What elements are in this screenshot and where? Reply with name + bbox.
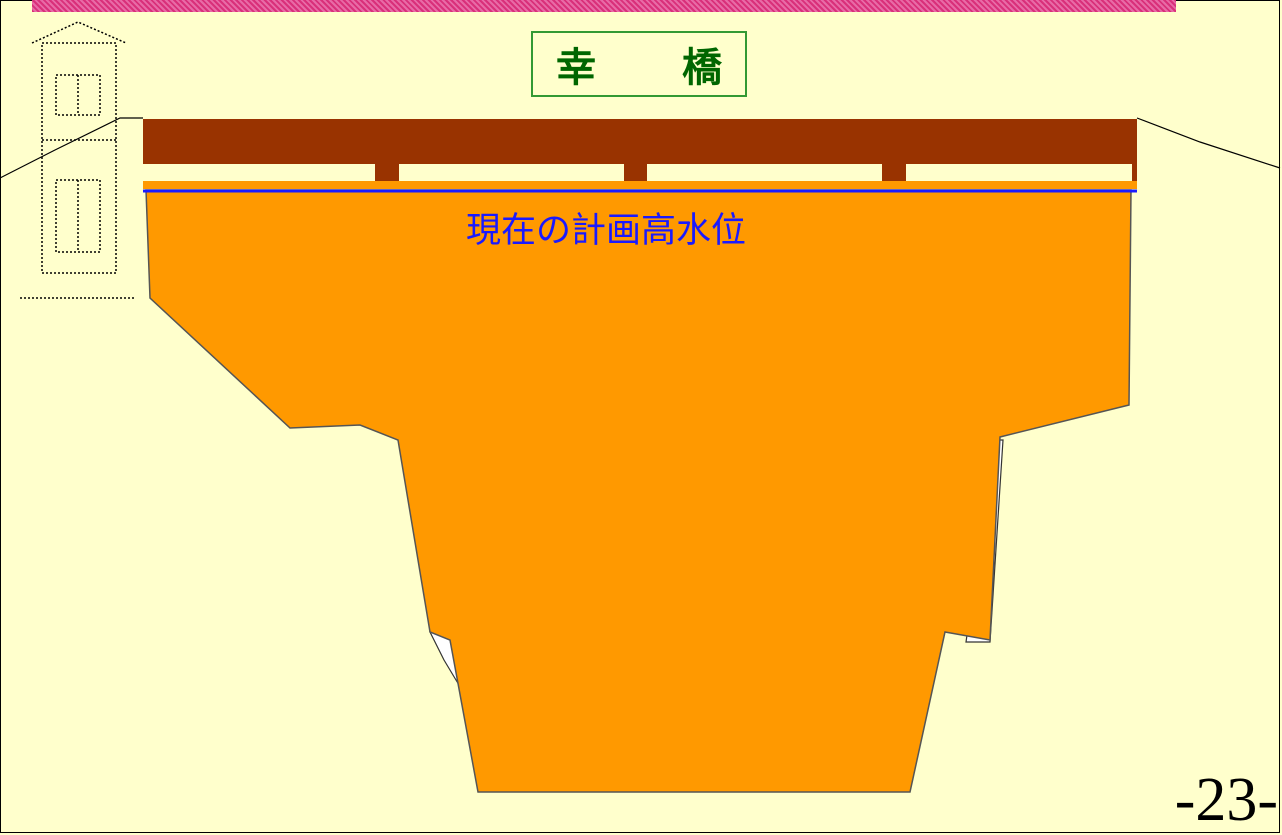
page-number: -23- — [1174, 766, 1278, 834]
right-bank-line — [1136, 117, 1281, 169]
water-level-label: 現在の計画高水位 — [466, 211, 747, 251]
river-cross-section — [145, 189, 1132, 793]
bridge-title: 幸 橋 — [556, 45, 758, 91]
left-bank-line — [0, 117, 143, 179]
building-outline — [20, 21, 135, 299]
title-box: 幸 橋 — [531, 31, 747, 97]
bridge-deck — [143, 119, 1137, 189]
header-band — [32, 0, 1176, 12]
